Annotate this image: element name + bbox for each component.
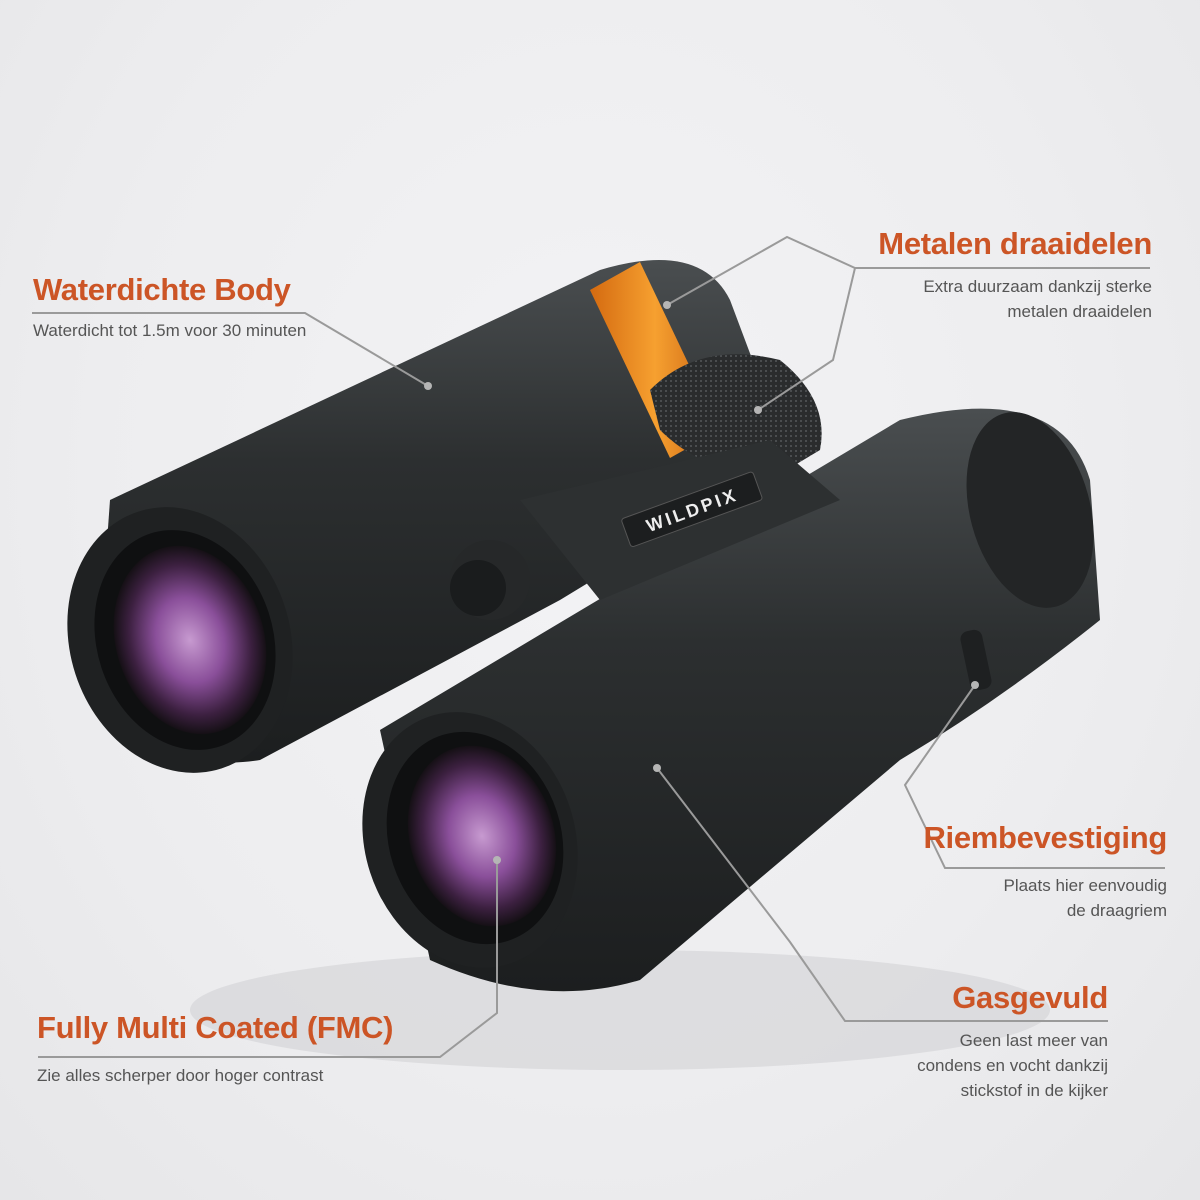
diopter-knob — [450, 560, 506, 616]
strap-lug — [960, 629, 992, 691]
left-lens — [113, 545, 267, 735]
callout-strap-desc-2: de draagriem — [1066, 901, 1167, 920]
right-lens — [407, 745, 557, 927]
callout-metal-desc-2: metalen draaidelen — [1007, 302, 1152, 321]
callout-gas-title: Gasgevuld — [952, 980, 1108, 1015]
callout-strap-desc-1: Plaats hier eenvoudig — [1003, 876, 1167, 895]
callout-fmc-title: Fully Multi Coated (FMC) — [37, 1010, 394, 1045]
callout-metal-desc-1: Extra duurzaam dankzij sterke — [923, 277, 1152, 296]
callout-fmc-desc: Zie alles scherper door hoger contrast — [37, 1066, 324, 1085]
callout-gas-desc-2: condens en vocht dankzij — [917, 1056, 1108, 1075]
callout-metal-title: Metalen draaidelen — [878, 226, 1152, 261]
callout-waterproof-title: Waterdichte Body — [33, 272, 291, 307]
callout-gas-desc-1: Geen last meer van — [959, 1031, 1108, 1050]
callout-waterproof-desc: Waterdicht tot 1.5m voor 30 minuten — [33, 321, 307, 340]
callout-strap-title: Riembevestiging — [923, 820, 1167, 855]
callout-gas-desc-3: stickstof in de kijker — [960, 1081, 1108, 1100]
